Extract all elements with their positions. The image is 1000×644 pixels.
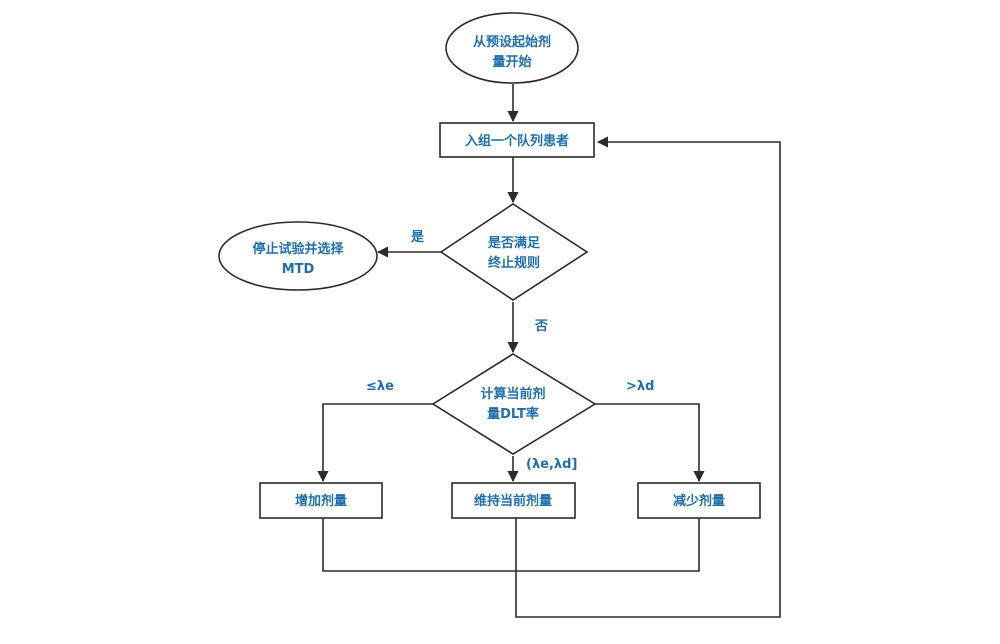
enroll-node-label: 入组一个队列患者 [465, 133, 569, 149]
start-node-line1: 从预设起始剂 [473, 34, 551, 50]
edge-label-gt-lambda-d: >λd [626, 379, 654, 394]
compute-dlt-line1: 计算当前剂 [480, 386, 545, 402]
decrease-dose-node: 减少剂量 [637, 482, 761, 519]
increase-dose-label: 增加剂量 [295, 493, 347, 509]
maintain-dose-node: 维持当前剂量 [451, 482, 576, 519]
check-stop-line1: 是否满足 [487, 235, 541, 251]
decrease-dose-label: 减少剂量 [673, 493, 725, 509]
check-stop-decision: 是否满足 终止规则 [439, 203, 589, 301]
enroll-node: 入组一个队列患者 [439, 122, 595, 158]
stop-node-line2: MTD [282, 262, 315, 277]
edge-compute-to-decrease [595, 403, 705, 483]
edge-label-le-lambda-e: ≤λe [366, 379, 394, 394]
compute-dlt-decision: 计算当前剂 量DLT率 [431, 353, 597, 455]
edge-compute-to-increase [317, 403, 433, 483]
edge-label-no: 否 [534, 319, 548, 334]
edge-label-yes: 是 [410, 230, 425, 245]
edge-loop-back [515, 136, 781, 618]
start-node: 从预设起始剂 量开始 [445, 12, 579, 84]
start-node-line2: 量开始 [492, 54, 531, 70]
compute-dlt-line2: 量DLT率 [487, 406, 539, 422]
stop-node: 停止试验并选择 MTD [218, 221, 378, 291]
maintain-dose-label: 维持当前剂量 [474, 493, 552, 509]
check-stop-line2: 终止规则 [488, 255, 540, 271]
edge-label-between: (λe,λd] [526, 457, 577, 472]
stop-node-line1: 停止试验并选择 [252, 241, 344, 257]
increase-dose-node: 增加剂量 [259, 482, 383, 519]
edge-merge-bottom [322, 518, 700, 572]
